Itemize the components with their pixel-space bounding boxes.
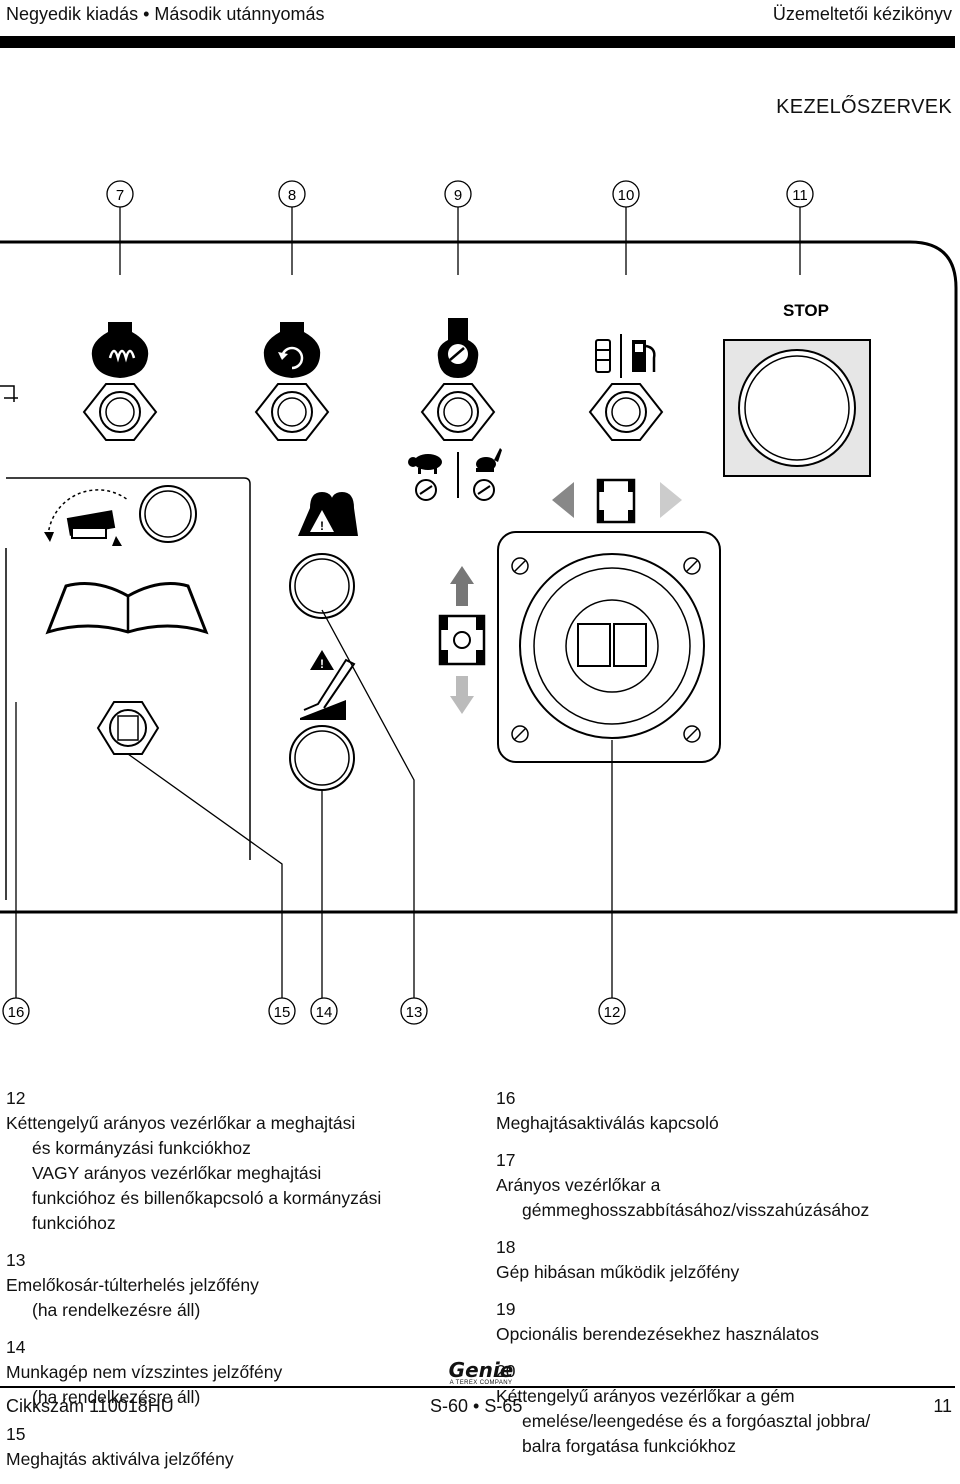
callout-16: 16	[2, 997, 30, 1025]
rabbit-fast-speed-icon	[476, 448, 502, 472]
svg-text:16: 16	[8, 1004, 25, 1021]
header-edition: Negyedik kiadás • Második utánnyomás	[6, 4, 325, 24]
callout-8: 8	[278, 180, 306, 275]
callout-7: 7	[106, 180, 134, 275]
fuel-select-icon	[595, 334, 656, 378]
glow-plug-button[interactable]	[82, 383, 158, 441]
footer-part-number: Cikkszám 110018HU	[6, 1396, 174, 1416]
section-title: KEZELŐSZERVEK	[776, 96, 952, 118]
header-manual-title: Üzemeltetői kézikönyv	[772, 4, 952, 24]
machine-not-level-icon: !	[300, 650, 356, 720]
svg-text:15: 15	[274, 1004, 291, 1021]
svg-text:11: 11	[792, 187, 808, 204]
platform-overload-indicator	[289, 553, 355, 619]
callout-14: 14	[310, 997, 338, 1025]
operators-manual-icon	[45, 582, 209, 635]
footer-page-number: 11	[933, 1396, 952, 1416]
platform-overload-icon: !	[298, 492, 358, 536]
svg-text:!: !	[320, 657, 324, 671]
callout-13: 13	[400, 997, 428, 1025]
joystick-boom-knob[interactable]	[139, 485, 197, 543]
emergency-stop-button[interactable]	[723, 339, 871, 477]
drive-direction-icon	[438, 566, 486, 714]
svg-text:10: 10	[618, 187, 635, 204]
callout-9: 9	[444, 180, 472, 275]
drive-steer-joystick[interactable]	[497, 531, 721, 763]
callout-12: 12	[598, 997, 626, 1025]
svg-text:7: 7	[116, 187, 124, 204]
drive-enable-switch[interactable]	[96, 701, 160, 755]
svg-text:8: 8	[288, 187, 296, 204]
callout-15: 15	[268, 997, 296, 1025]
callout-11: 11	[786, 180, 814, 275]
callout-10: 10	[612, 180, 640, 275]
logo-wordmark: Genie	[448, 1358, 514, 1382]
auxiliary-power-icon	[437, 318, 479, 378]
control-panel-diagram: 7 8 9 10 11	[0, 180, 958, 1025]
auxiliary-power-button[interactable]	[420, 383, 496, 441]
footer-rule	[0, 1386, 955, 1388]
header-rule	[0, 36, 955, 48]
footer-models: S-60 • S-65	[430, 1396, 523, 1416]
fuel-select-button[interactable]	[588, 383, 664, 441]
logo-tagline: A TEREX COMPANY	[449, 1380, 513, 1386]
drive-mode-low-icon	[415, 479, 437, 501]
svg-text:!: !	[320, 519, 324, 533]
svg-text:12: 12	[604, 1004, 621, 1021]
machine-not-level-indicator	[289, 725, 355, 791]
engine-start-button[interactable]	[254, 383, 330, 441]
stop-label: STOP	[783, 301, 829, 320]
svg-text:14: 14	[316, 1004, 333, 1021]
svg-text:13: 13	[406, 1004, 423, 1021]
steer-direction-icon	[552, 478, 682, 524]
boom-function-icon	[44, 489, 129, 546]
glow-plug-icon	[91, 322, 149, 378]
genie-logo: Genie A TEREX COMPANY	[442, 1358, 520, 1388]
engine-start-icon	[263, 322, 321, 378]
drive-mode-high-icon	[473, 479, 495, 501]
svg-text:9: 9	[454, 187, 462, 204]
turtle-slow-speed-icon	[408, 454, 442, 474]
